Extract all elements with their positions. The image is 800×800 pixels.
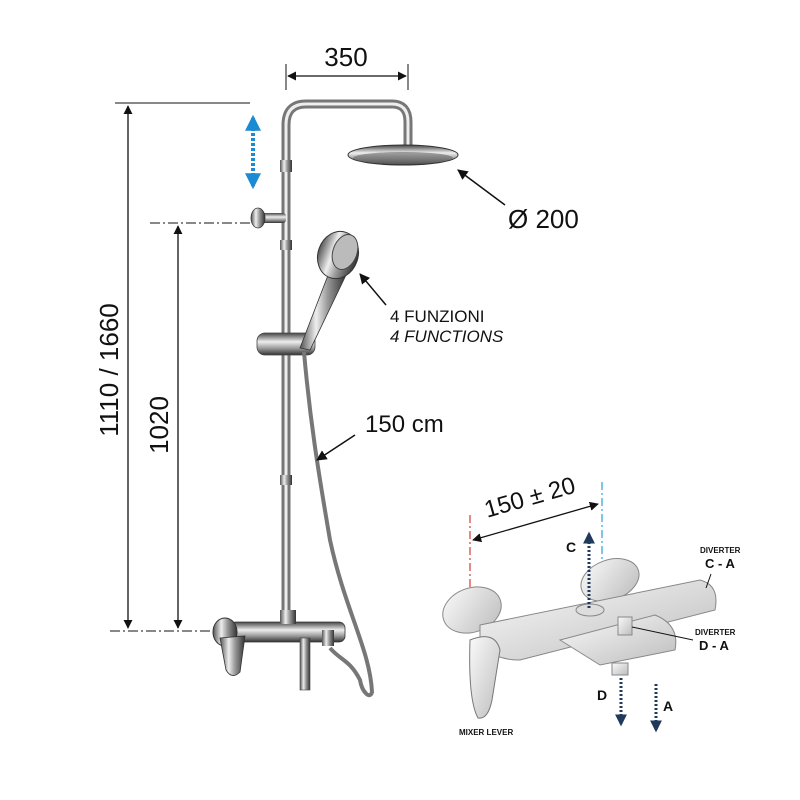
- hose-pointer: [316, 434, 356, 461]
- inlet-spacing-dimension: 150 ± 20: [469, 472, 603, 592]
- inlet-spacing-label: 150 ± 20: [481, 472, 578, 524]
- arm-length-dimension: 350: [285, 42, 409, 90]
- mixer-height-label: 1020: [144, 396, 174, 454]
- diverter-ca-value: C - A: [705, 556, 735, 571]
- hose-length-label: 150 cm: [365, 411, 444, 438]
- mixer-height-dimension: 1020: [144, 222, 250, 629]
- diverter-da-value: D - A: [699, 638, 729, 653]
- diverter-da-title: DIVERTER: [695, 628, 736, 637]
- hand-shower: [299, 230, 360, 351]
- head-pointer-arrow: [457, 169, 506, 206]
- mixer-lever-shape: [469, 636, 501, 719]
- shower-column: [250, 99, 413, 625]
- thermostatic-mixer-detail: [442, 558, 717, 719]
- head-diameter-label: Ø 200: [508, 204, 579, 234]
- functions-label-en: 4 FUNCTIONS: [390, 327, 504, 346]
- hand-shower-pointer: [359, 273, 387, 306]
- diverter-ca-pointer: [705, 573, 712, 589]
- bath-mixer: [212, 610, 346, 691]
- outlet-a-label: A: [663, 698, 673, 714]
- rain-shower-head: [347, 144, 459, 166]
- shower-hose: [302, 351, 375, 698]
- total-height-dimension: 1110 / 1660: [94, 102, 250, 632]
- functions-label-it: 4 FUNZIONI: [390, 307, 484, 326]
- arm-length-label: 350: [324, 42, 367, 72]
- diverter-ca-title: DIVERTER: [700, 546, 741, 555]
- mixer-lever-label: MIXER LEVER: [459, 728, 513, 737]
- outlet-d-label: D: [597, 687, 607, 703]
- outlet-c-label: C: [566, 539, 576, 555]
- diverter-da-pointer: [631, 626, 694, 641]
- total-height-label: 1110 / 1660: [94, 303, 124, 437]
